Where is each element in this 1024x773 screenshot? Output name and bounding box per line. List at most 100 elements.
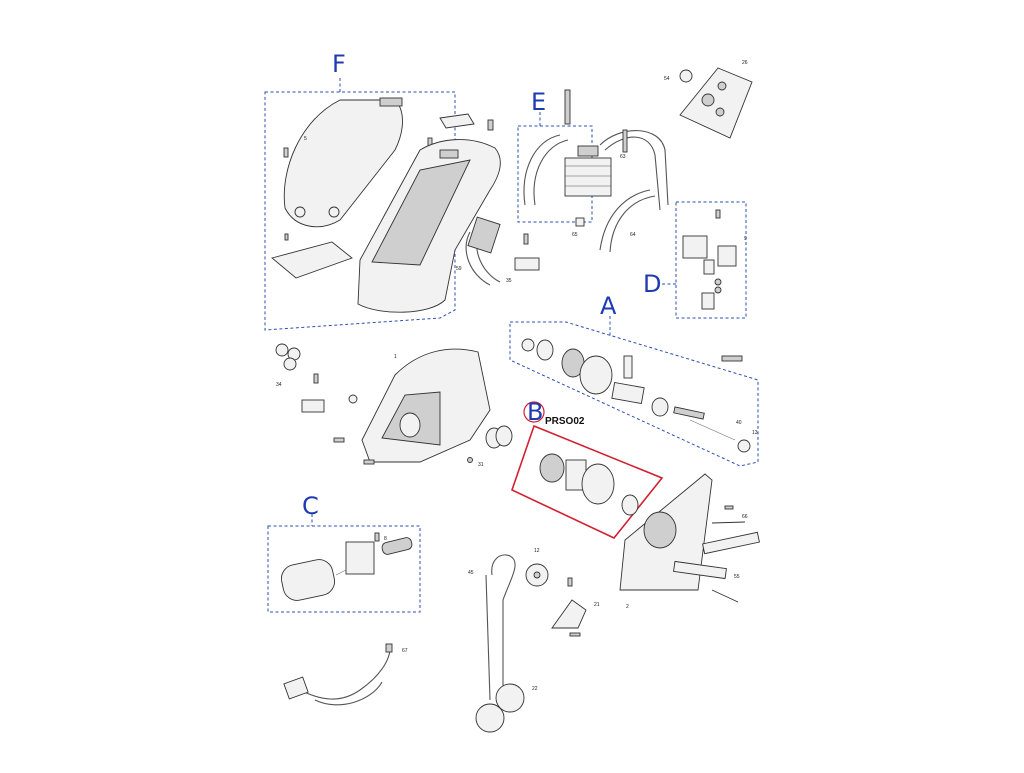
sprocket-hub [533, 571, 541, 579]
group-label-b: B [527, 398, 544, 426]
part-number-label: 13 [752, 430, 758, 436]
screw-part [374, 532, 380, 542]
pin-part [467, 457, 473, 463]
washer-part [714, 286, 722, 294]
part-number-label: 31 [478, 462, 484, 468]
ring-part [495, 425, 513, 447]
small-plate-part [439, 113, 475, 129]
bolt-part [721, 355, 743, 362]
kit-washer-part [621, 494, 639, 516]
part-number-label: 9 [744, 236, 747, 242]
part-number-label: 26 [742, 60, 748, 66]
part-number-label: 65 [572, 232, 578, 238]
kit-code-label: PRSO02 [545, 416, 585, 427]
part-number-label: 54 [664, 76, 670, 82]
group-label-e: E [531, 88, 547, 116]
washer-part [521, 338, 535, 352]
group-f-box [264, 91, 456, 331]
part-number-label: 64 [630, 232, 636, 238]
housing-top-slot [439, 149, 459, 159]
cable-gland-part [283, 357, 297, 371]
screw-part [523, 233, 529, 245]
worm-gear-part [381, 537, 413, 555]
nut-part [737, 439, 751, 453]
terminal-part [301, 399, 325, 413]
cover-hinge-part [379, 97, 403, 107]
screw-part [363, 459, 375, 465]
part-number-label: 45 [468, 570, 474, 576]
bearing-part [536, 339, 554, 361]
screw-part [284, 233, 289, 241]
part-number-label: 67 [402, 648, 408, 654]
wire-part [599, 130, 669, 206]
bolt-part [711, 589, 739, 603]
keypad-part [679, 67, 753, 139]
transformer-part [564, 157, 612, 197]
end-ball-part [495, 683, 525, 713]
screw-part [724, 505, 734, 510]
washer-part [714, 278, 722, 286]
cover-screw-hole [294, 206, 306, 218]
top-cover-part [283, 99, 403, 228]
housing-inner-part [371, 159, 471, 266]
group-b-kit-box [511, 424, 664, 539]
wire-part [523, 134, 569, 206]
main-gear-part [579, 355, 613, 395]
group-label-d: D [643, 270, 662, 298]
chain-tensioner-part [551, 599, 587, 629]
control-board-part [271, 241, 353, 279]
part-number-label: 5 [304, 136, 307, 142]
group-c-box [267, 525, 421, 613]
screw-part [569, 632, 581, 637]
transformer-terminal [577, 145, 599, 157]
group-d-box [675, 201, 747, 319]
part-number-label: 55 [734, 574, 740, 580]
group-label-f: F [332, 50, 346, 78]
screw-part [313, 373, 319, 384]
wire-part [599, 189, 656, 253]
drive-shaft-part [611, 381, 645, 405]
bearing-part [651, 397, 669, 417]
switch-pin-part [703, 259, 715, 275]
group-b-highlight-circle [523, 401, 545, 423]
cable-gland-part [275, 343, 289, 357]
chain-part [485, 574, 491, 701]
part-number-label: 21 [594, 602, 600, 608]
screw-part [567, 577, 573, 587]
group-a-box [509, 321, 759, 467]
screw-part [622, 129, 628, 153]
housing-opening [399, 412, 421, 438]
part-number-label: 34 [276, 382, 282, 388]
power-cable-part [299, 647, 391, 706]
shaft-rod-part [689, 419, 736, 441]
arm-part [673, 560, 727, 580]
part-number-label: 22 [532, 686, 538, 692]
part-number-label: 66 [742, 514, 748, 520]
switch-body-part [717, 245, 737, 267]
connector-part [575, 217, 585, 227]
group-e-box [517, 125, 593, 223]
long-screw-part [564, 89, 571, 125]
cable-end-part [385, 643, 393, 653]
bracket-hub-part [643, 511, 677, 549]
part-number-label: 63 [620, 154, 626, 160]
screw-part [715, 209, 721, 219]
screw-part [283, 147, 289, 158]
arm-part [702, 531, 760, 555]
spring-part [701, 292, 715, 310]
wire-part [604, 136, 661, 211]
keypad-button [717, 81, 727, 91]
motor-flange-part [345, 541, 375, 575]
motor-part [280, 559, 336, 601]
end-ball-part [475, 703, 505, 733]
part-number-label: 40 [736, 420, 742, 426]
screw-part [487, 119, 494, 131]
part-number-label: 35 [506, 278, 512, 284]
grommet-part [348, 394, 358, 404]
part-number-label: 59 [456, 266, 462, 272]
lamp-bulb-part [679, 69, 693, 83]
group-label-c: C [302, 492, 319, 520]
kit-bearing-part [539, 453, 565, 483]
